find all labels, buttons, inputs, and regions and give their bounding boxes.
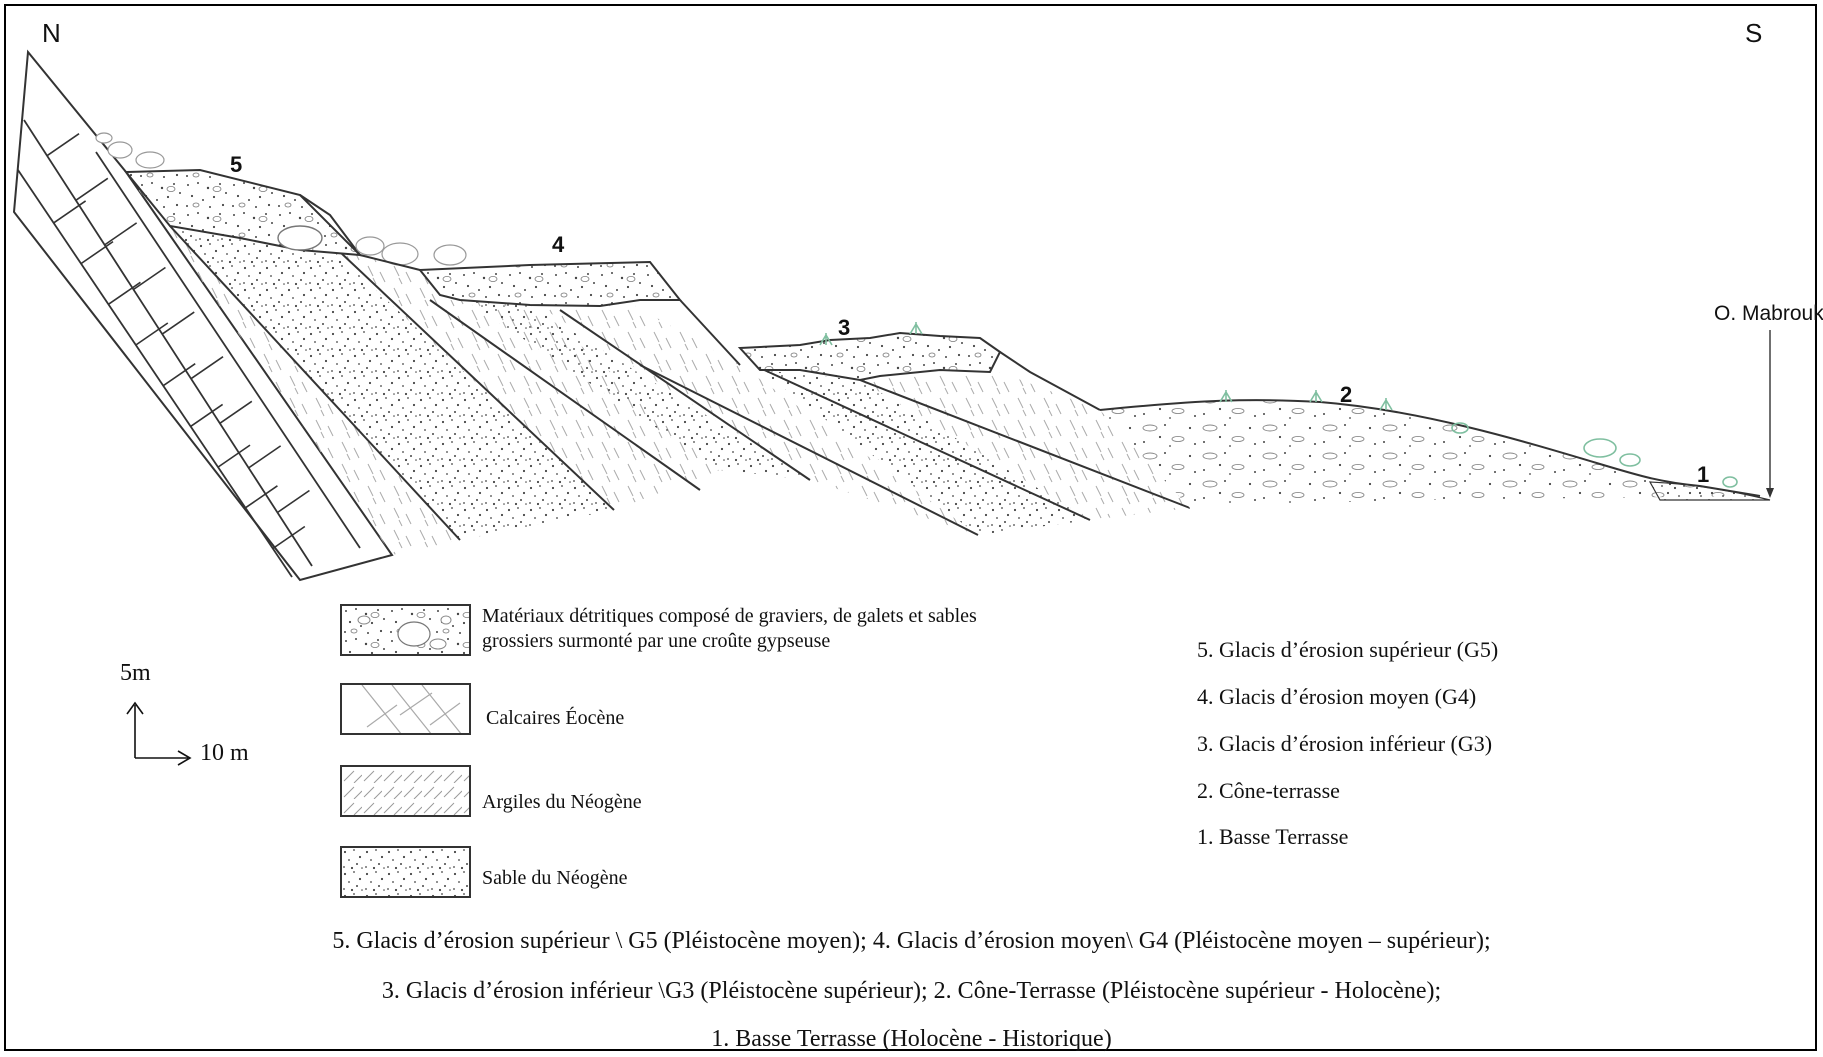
north-label: N bbox=[42, 18, 61, 48]
neogene-sand-1 bbox=[170, 226, 614, 540]
limestone-joint bbox=[217, 444, 251, 468]
surface-list-item-5: 5. Glacis d’érosion supérieur (G5) bbox=[1197, 637, 1499, 662]
neogene-clay-4 bbox=[860, 372, 1190, 520]
neogene-clay-2 bbox=[330, 248, 720, 510]
limestone-joint bbox=[104, 222, 138, 246]
scale-horizontal-label: 10 m bbox=[200, 740, 249, 766]
scale-arrows bbox=[126, 701, 192, 766]
legend-swatch-gravel bbox=[340, 604, 471, 656]
legend-swatch-clay bbox=[340, 765, 471, 817]
vegetation bbox=[819, 322, 1738, 488]
neogene-sand-3 bbox=[760, 370, 1090, 535]
limestone-layer bbox=[12, 49, 394, 582]
caption-line-3: 1. Basse Terrasse (Holocène - Historique… bbox=[711, 1026, 1112, 1052]
limestone-joint bbox=[135, 322, 169, 346]
wadi-label: O. Mabrouk bbox=[1714, 302, 1823, 325]
legend-text-clay: Argiles du Néogène bbox=[482, 791, 642, 813]
limestone-joint bbox=[219, 400, 253, 424]
limestone-joint bbox=[244, 485, 278, 509]
limestone-joint bbox=[80, 240, 114, 265]
wadi-arrow bbox=[1766, 330, 1774, 498]
legend-swatch-sand bbox=[340, 846, 471, 898]
neogene-clay-1 bbox=[126, 172, 460, 555]
limestone-joint bbox=[53, 200, 87, 224]
cone-terrasse bbox=[1099, 399, 1761, 508]
surface-number-4: 4 bbox=[552, 232, 565, 257]
glacis-g5 bbox=[95, 132, 363, 257]
limestone-joint bbox=[190, 356, 224, 380]
surface-list-item-2: 2. Cône-terrasse bbox=[1197, 778, 1340, 803]
surface-number-3: 3 bbox=[838, 315, 851, 340]
limestone-joint bbox=[75, 177, 109, 201]
caption-line-2: 3. Glacis d’érosion inférieur \G3 (Pléis… bbox=[381, 978, 1442, 1004]
legend-text-sand: Sable du Néogène bbox=[482, 867, 628, 889]
legend-swatch-limestone bbox=[340, 683, 471, 735]
limestone-joint bbox=[272, 525, 306, 550]
boulders-g5-g4 bbox=[355, 236, 467, 266]
surface-number-1: 1 bbox=[1697, 462, 1710, 487]
surface-number-2: 2 bbox=[1340, 382, 1353, 407]
limestone-joint bbox=[248, 445, 282, 469]
limestone-joint bbox=[161, 311, 195, 335]
limestone-joint bbox=[46, 133, 80, 157]
caption-line-1: 5. Glacis d’érosion supérieur \ G5 (Pléi… bbox=[332, 928, 1491, 954]
glacis-g4 bbox=[417, 260, 683, 308]
south-label: S bbox=[1745, 18, 1763, 48]
limestone-joint bbox=[132, 266, 166, 291]
surface-list-item-3: 3. Glacis d’érosion inférieur (G3) bbox=[1197, 731, 1493, 756]
figure-frame bbox=[4, 4, 1817, 1051]
neogene-clay-3 bbox=[530, 300, 978, 535]
limestone-joint bbox=[276, 489, 310, 514]
limestone-joint bbox=[162, 363, 196, 387]
legend-text-limestone: Calcaires Éocène bbox=[486, 707, 625, 729]
neogene-sand-2 bbox=[420, 270, 810, 480]
basse-terrasse bbox=[1648, 481, 1771, 501]
limestone-joint bbox=[107, 281, 141, 305]
scale-vertical-label: 5m bbox=[120, 660, 151, 686]
limestone-joint bbox=[190, 403, 224, 428]
surface-list-item-4: 4. Glacis d’érosion moyen (G4) bbox=[1197, 684, 1477, 709]
surface-list-item-1: 1. Basse Terrasse bbox=[1197, 824, 1349, 849]
legend-text-gravel: Matériaux détritiques composé de gravier… bbox=[482, 605, 977, 652]
contact-lines bbox=[169, 225, 1191, 541]
surface-number-5: 5 bbox=[230, 152, 243, 177]
